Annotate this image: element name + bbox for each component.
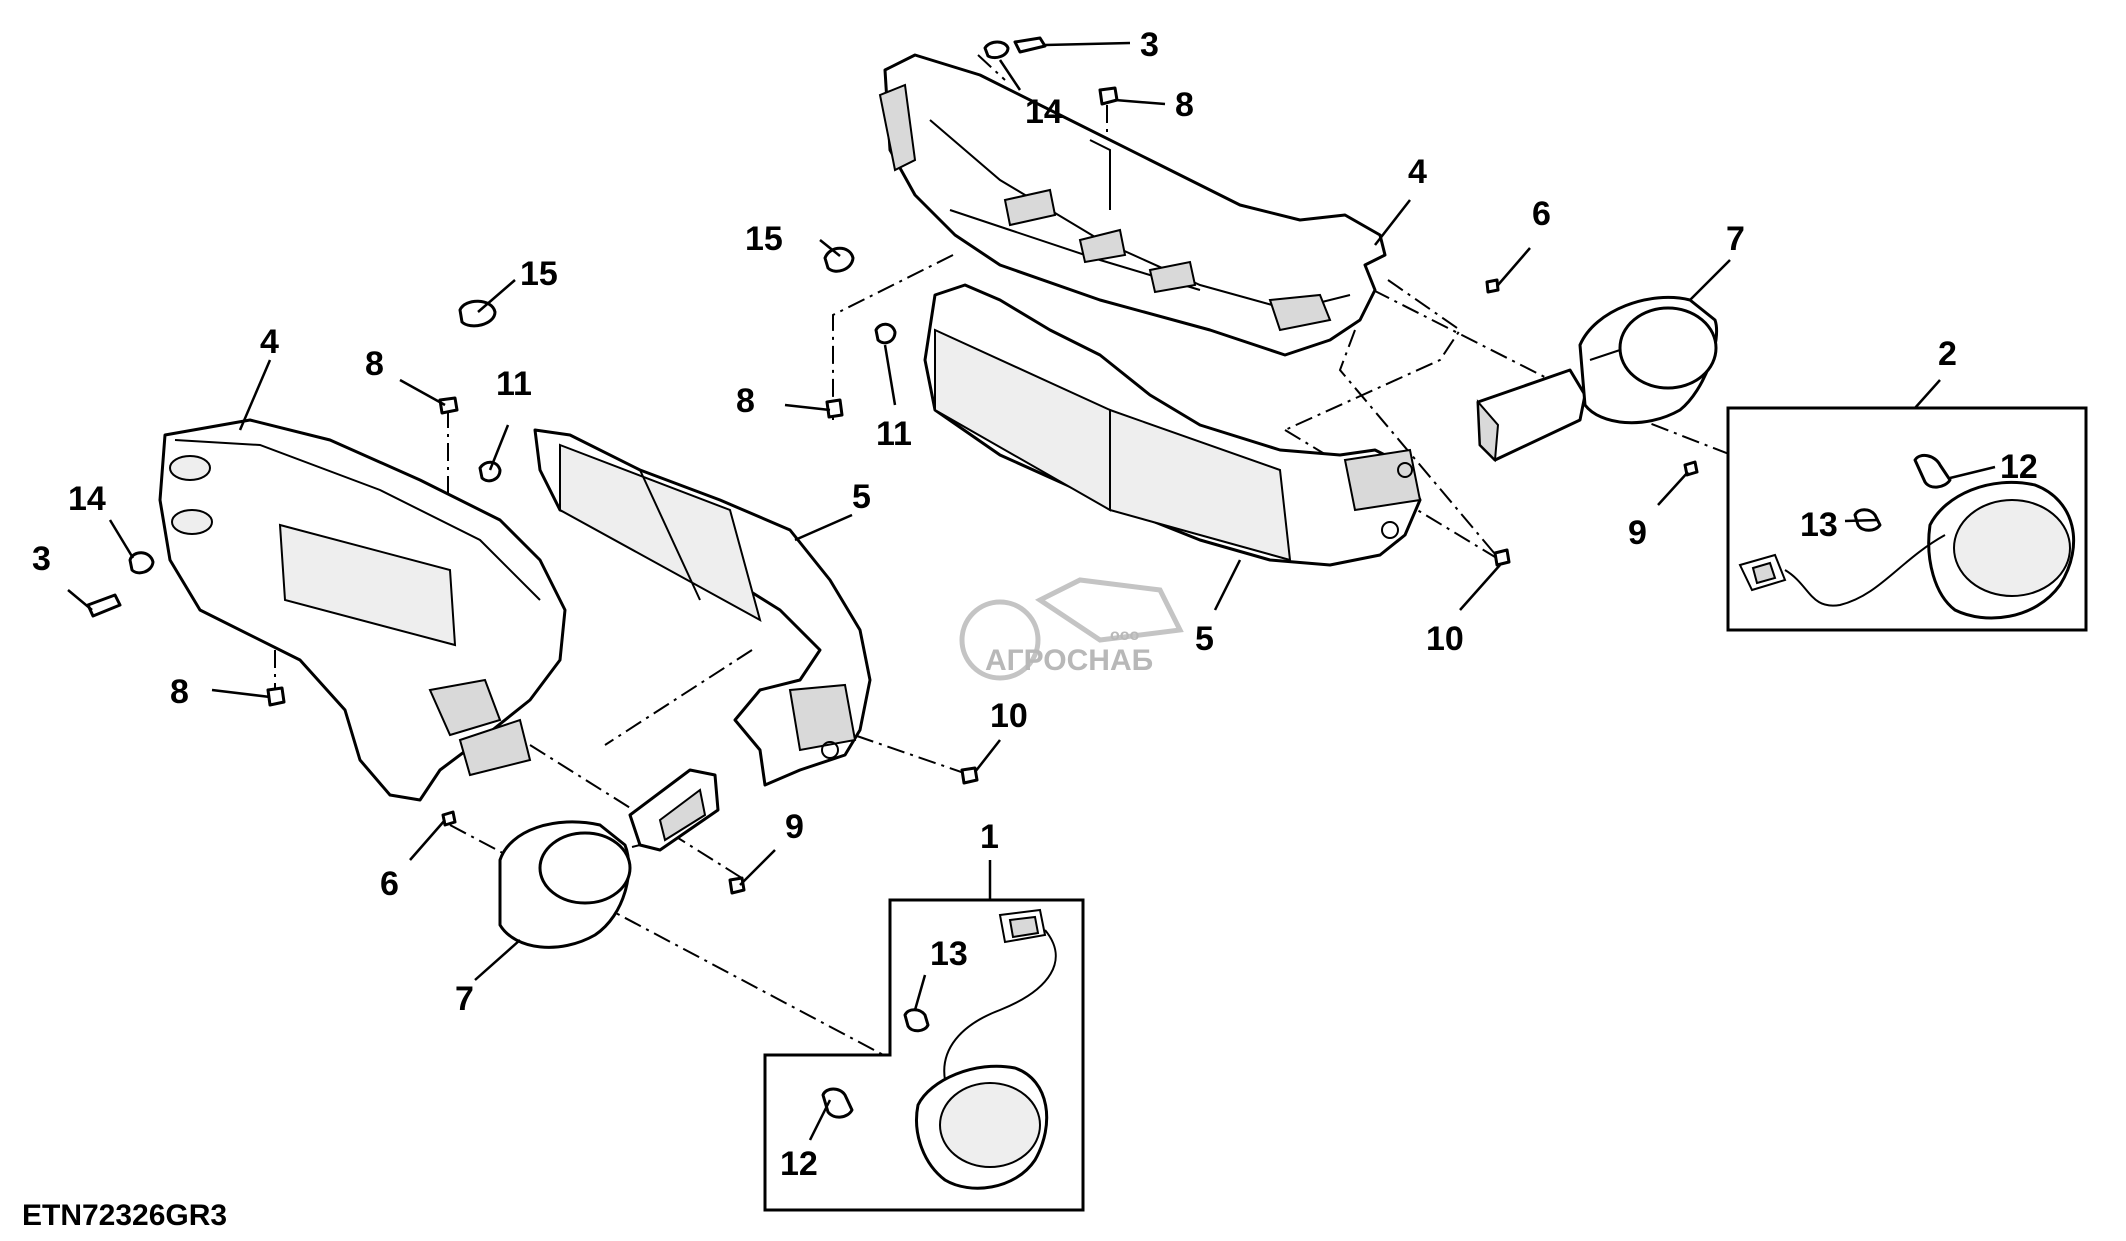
part-1-left-light-box	[763, 898, 1085, 1212]
callout-14-top: 14	[1025, 93, 1063, 131]
watermark-small-text: ооо	[1110, 627, 1140, 644]
callout-8-left: 8	[365, 345, 384, 383]
screw-10-left	[960, 766, 979, 785]
part-4-left-bracket	[158, 418, 567, 802]
callout-10-left: 10	[990, 697, 1028, 735]
part-5-top-cover	[923, 283, 1422, 567]
bulb-12-right	[1913, 453, 1952, 489]
callout-4-top: 4	[1408, 153, 1427, 191]
callout-11-left: 11	[496, 365, 532, 403]
clip-11-mid	[874, 322, 897, 345]
screw-8-left	[438, 396, 459, 415]
callout-15-mid: 15	[745, 220, 783, 258]
fasteners-top-right	[823, 36, 1699, 567]
screw-8-top	[1098, 86, 1119, 106]
center-line	[604, 649, 753, 746]
callout-4-left: 4	[260, 323, 279, 361]
callout-6-left: 6	[380, 865, 399, 903]
callout-12-left: 12	[780, 1145, 818, 1183]
callout-10-right: 10	[1426, 620, 1464, 658]
center-line	[832, 254, 954, 420]
figure-id: ETN72326GR3	[22, 1199, 227, 1232]
callout-leaders	[67, 41, 1996, 1141]
part-7-left-bezel	[498, 768, 720, 949]
watermark-tractor-icon	[1035, 577, 1184, 643]
callout-3-left: 3	[32, 540, 51, 578]
part-5-left-cover	[533, 428, 872, 787]
center-line	[1338, 329, 1501, 561]
washer-15-mid	[823, 246, 855, 273]
callout-9-left: 9	[785, 808, 804, 846]
center-line	[977, 54, 1006, 81]
callout-7-left: 7	[455, 980, 474, 1018]
callout-14-left: 14	[68, 480, 106, 518]
center-line	[529, 744, 746, 881]
nut-6-left	[441, 810, 457, 827]
bulb-12-left	[821, 1087, 854, 1119]
center-line	[1284, 279, 1462, 431]
callout-5-center: 5	[1195, 620, 1214, 658]
callout-1: 1	[980, 818, 999, 856]
callout-13-left: 13	[930, 935, 968, 973]
callout-8-top: 8	[1175, 86, 1194, 124]
watermark-brand-text: АГРОСНАБ	[985, 644, 1153, 677]
callout-7-right: 7	[1726, 220, 1745, 258]
nut-6-right	[1485, 278, 1500, 294]
callout-15-left: 15	[520, 255, 558, 293]
part-2-right-light-box	[1726, 406, 2088, 632]
washer-14-top	[983, 40, 1010, 60]
callout-13-right: 13	[1800, 506, 1838, 544]
callout-9-right: 9	[1628, 514, 1647, 552]
bolt-3-top	[1013, 36, 1047, 54]
callout-3-top: 3	[1140, 26, 1159, 64]
clip-11-left	[478, 460, 502, 483]
part-4-top-bracket	[878, 53, 1387, 357]
screw-10-right	[1493, 548, 1511, 567]
callout-12-right: 12	[2000, 448, 2038, 486]
watermark-gear-icon	[959, 599, 1041, 681]
bulb-13-left	[903, 1008, 930, 1033]
callout-8-bottom: 8	[170, 673, 189, 711]
callout-5-left: 5	[852, 478, 871, 516]
callout-6-right: 6	[1532, 195, 1551, 233]
washer-15-left	[458, 299, 497, 328]
agrosnab-watermark: ооо АГРОСНАБ	[959, 577, 1184, 681]
callout-8-mid: 8	[736, 382, 755, 420]
callout-labels: 3 14 8 4 6 7 2 12 13 9 10 5 15 8 11 15 4…	[32, 26, 2038, 1183]
screw-8-mid	[825, 398, 844, 419]
screw-9-right	[1683, 460, 1699, 477]
washer-14-left	[128, 551, 155, 575]
part-7-right-bezel	[1476, 295, 1719, 463]
screw-9-left	[728, 876, 746, 895]
bolt-3-left	[86, 593, 122, 618]
screw-8-bottom	[266, 686, 286, 707]
callout-11-mid: 11	[876, 415, 912, 453]
callout-2: 2	[1938, 335, 1957, 373]
